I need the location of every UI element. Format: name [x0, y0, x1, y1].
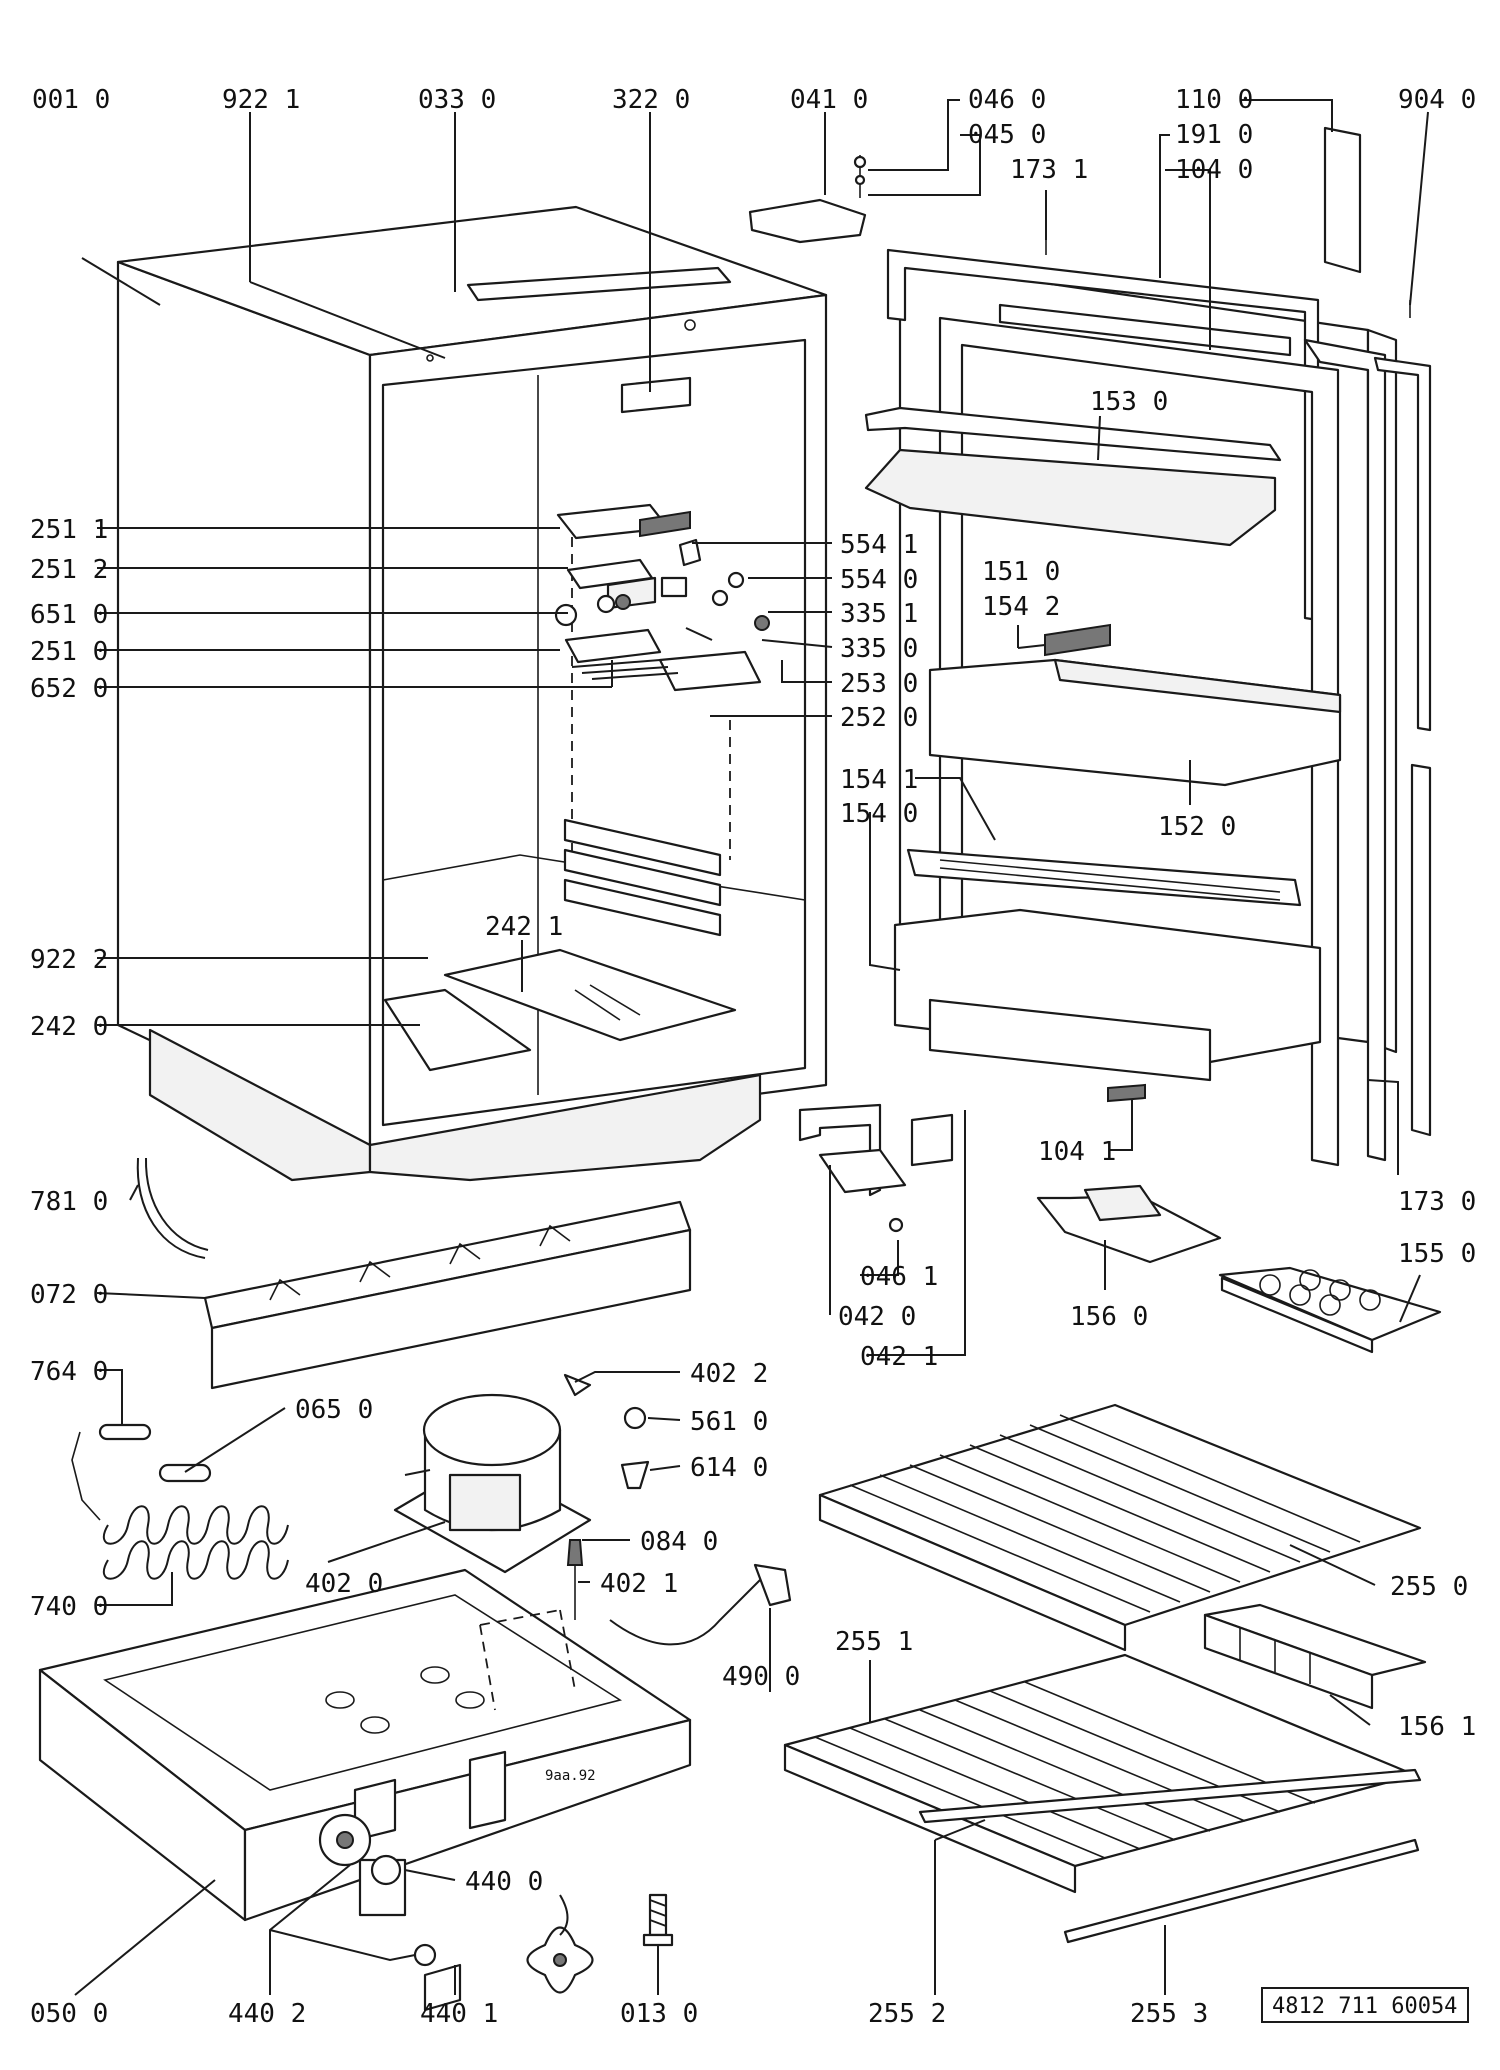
label-561-0: 561 0	[690, 1407, 768, 1437]
label-402-0: 402 0	[305, 1569, 383, 1599]
label-440-0: 440 0	[465, 1867, 543, 1897]
label-781-0: 781 0	[30, 1187, 108, 1217]
fan-assembly	[318, 1813, 674, 2012]
label-253-0: 253 0	[840, 669, 918, 699]
accessories	[1036, 1184, 1442, 1710]
label-050-0: 050 0	[30, 1999, 108, 2029]
leader-lines	[74, 99, 1429, 1996]
label-922-2: 922 2	[30, 945, 108, 975]
label-251-0: 251 0	[30, 637, 108, 667]
label-046-1: 046 1	[860, 1262, 938, 1292]
label-110-0: 110 0	[1175, 85, 1253, 115]
label-740-0: 740 0	[30, 1592, 108, 1622]
label-255-0: 255 0	[1390, 1572, 1468, 1602]
label-154-0: 154 0	[840, 799, 918, 829]
label-041-0: 041 0	[790, 85, 868, 115]
label-922-1: 922 1	[222, 85, 300, 115]
label-335-1: 335 1	[840, 599, 918, 629]
label-042-0: 042 0	[838, 1302, 916, 1332]
label-155-0: 155 0	[1398, 1239, 1476, 1269]
label-153-0: 153 0	[1090, 387, 1168, 417]
part-labels: 001 0 922 1 033 0 322 0 041 0 046 0 045 …	[30, 85, 1476, 2029]
label-764-0: 764 0	[30, 1357, 108, 1387]
label-156-0: 156 0	[1070, 1302, 1148, 1332]
label-154-2: 154 2	[982, 592, 1060, 622]
label-402-2: 402 2	[690, 1359, 768, 1389]
label-033-0: 033 0	[418, 85, 496, 115]
base-tray: 9aa.92	[38, 1568, 692, 1922]
label-072-0: 072 0	[30, 1280, 108, 1310]
label-242-1: 242 1	[485, 912, 563, 942]
label-440-1: 440 1	[420, 1999, 498, 2029]
label-045-0: 045 0	[968, 120, 1046, 150]
label-173-1: 173 1	[1010, 155, 1088, 185]
label-251-1: 251 1	[30, 515, 108, 545]
label-065-0: 065 0	[295, 1395, 373, 1425]
label-046-0: 046 0	[968, 85, 1046, 115]
rear-bracket	[136, 1157, 692, 1390]
label-151-0: 151 0	[982, 557, 1060, 587]
label-104-1: 104 1	[1038, 1137, 1116, 1167]
label-554-1: 554 1	[840, 530, 918, 560]
label-904-0: 904 0	[1398, 85, 1476, 115]
document-number: 4812 711 60054	[1272, 1994, 1457, 2019]
document-number-box: 4812 711 60054	[1261, 1987, 1469, 2023]
label-013-0: 013 0	[620, 1999, 698, 2029]
label-251-2: 251 2	[30, 555, 108, 585]
label-322-0: 322 0	[612, 85, 690, 115]
label-084-0: 084 0	[640, 1527, 718, 1557]
label-652-0: 652 0	[30, 674, 108, 704]
label-252-0: 252 0	[840, 703, 918, 733]
label-614-0: 614 0	[690, 1453, 768, 1483]
label-152-0: 152 0	[1158, 812, 1236, 842]
label-242-0: 242 0	[30, 1012, 108, 1042]
hinge-brackets	[798, 1103, 954, 1233]
label-554-0: 554 0	[840, 565, 918, 595]
diagram-stamp: 9aa.92	[545, 1768, 596, 1784]
label-173-0: 173 0	[1398, 1187, 1476, 1217]
label-651-0: 651 0	[30, 600, 108, 630]
label-440-2: 440 2	[228, 1999, 306, 2029]
label-335-0: 335 0	[840, 634, 918, 664]
label-104-0: 104 0	[1175, 155, 1253, 185]
thermostat-assembly	[554, 376, 770, 692]
label-490-0: 490 0	[722, 1662, 800, 1692]
compressor-assembly	[71, 1373, 792, 1646]
label-191-0: 191 0	[1175, 120, 1253, 150]
label-255-3: 255 3	[1130, 1999, 1208, 2029]
label-255-1: 255 1	[835, 1627, 913, 1657]
label-042-1: 042 1	[860, 1342, 938, 1372]
cabinet-body	[116, 205, 828, 1182]
glass-shelves	[783, 1403, 1422, 1944]
label-001-0: 001 0	[32, 85, 110, 115]
label-402-1: 402 1	[600, 1569, 678, 1599]
label-156-1: 156 1	[1398, 1712, 1476, 1742]
label-255-2: 255 2	[868, 1999, 946, 2029]
door-assembly	[748, 126, 1432, 1167]
label-154-1: 154 1	[840, 765, 918, 795]
